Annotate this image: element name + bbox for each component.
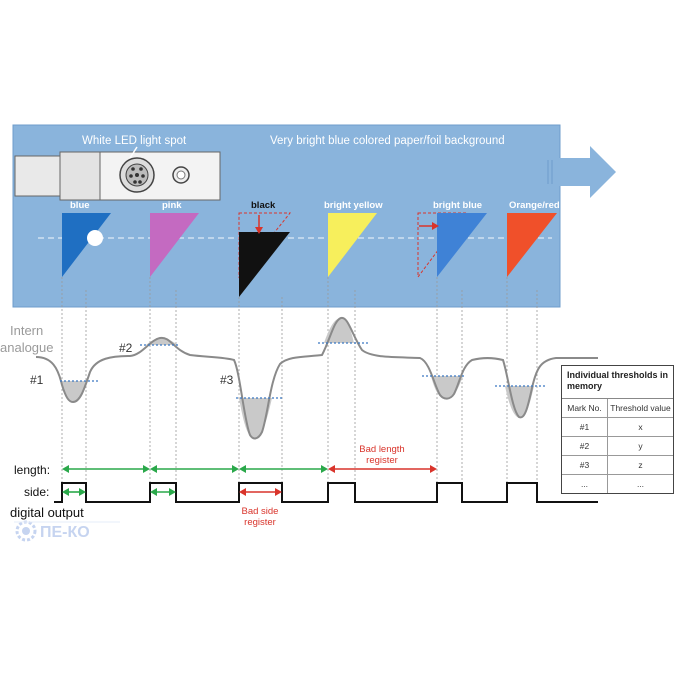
- table-cell-value: z: [608, 456, 673, 475]
- mark-name-orange-red: Orange/red: [509, 200, 560, 211]
- mark-name-bright-blue: bright blue: [433, 200, 482, 211]
- light-spot: [87, 230, 103, 246]
- table-grid: Mark No. Threshold value #1 x #2 y #3 z …: [562, 399, 673, 493]
- table-cell-mark: #2: [562, 437, 608, 456]
- thresholds-table: Individual thresholds in memory Mark No.…: [561, 365, 674, 494]
- intern-analogue-label-1: Intern: [10, 323, 43, 338]
- mark-bright-blue: [437, 213, 487, 277]
- digital-output-label: digital output: [10, 505, 84, 520]
- guide-lines: [61, 277, 538, 502]
- table-cell-mark: #3: [562, 456, 608, 475]
- bad-side-label-1: Bad side: [242, 506, 279, 517]
- bright-blue-offset-arrowhead: [432, 222, 439, 230]
- analogue-signal: [35, 316, 598, 440]
- mark-blue: [62, 213, 111, 277]
- logo-text: ПЕ-КО: [40, 524, 90, 541]
- table-cell-value: x: [608, 418, 673, 437]
- table-cell-value: ...: [636, 479, 645, 489]
- background-label: Very bright blue colored paper/foil back…: [270, 135, 505, 147]
- mark-name-blue: blue: [70, 200, 90, 211]
- table-cell-mark: ...: [562, 475, 608, 493]
- mark-bright-yellow: [328, 213, 377, 277]
- mark-name-bright-yellow: bright yellow: [324, 200, 383, 211]
- mark-orange-red: [507, 213, 557, 277]
- mark-pink: [150, 213, 199, 277]
- led-label-pointer: [129, 146, 138, 159]
- black-offset-arrowhead: [255, 227, 263, 234]
- table-title: Individual thresholds in memory: [562, 366, 673, 399]
- signal-shading: [60, 318, 534, 438]
- bad-length-label-1: Bad length: [359, 444, 404, 455]
- length-label: length:: [14, 463, 50, 477]
- table-header-value: Threshold value: [608, 399, 673, 418]
- table-cell-mark: #1: [562, 418, 608, 437]
- mark-id-1: #1: [30, 373, 44, 387]
- company-logo: ПЕ-КО: [14, 520, 120, 542]
- mark-id-3: #3: [220, 373, 234, 387]
- bad-side-label-2: register: [244, 517, 276, 528]
- mark-name-black: black: [251, 200, 276, 211]
- table-header-mark: Mark No.: [562, 399, 608, 418]
- table-cell-value: y: [608, 437, 673, 456]
- direction-arrow: [545, 146, 616, 198]
- mark-black: [239, 232, 290, 297]
- side-label: side:: [24, 485, 49, 499]
- mark-id-2: #2: [119, 341, 133, 355]
- intern-analogue-label-2: analogue: [0, 340, 54, 355]
- side-arrows: [62, 488, 282, 496]
- sensor-body: [14, 151, 221, 201]
- threshold-lines: [60, 342, 545, 399]
- length-arrows: [62, 465, 437, 473]
- led-spot-label: White LED light spot: [82, 135, 187, 147]
- digital-output-signal: [54, 482, 598, 503]
- mark-name-pink: pink: [162, 200, 182, 211]
- bad-length-label-2: register: [366, 455, 398, 466]
